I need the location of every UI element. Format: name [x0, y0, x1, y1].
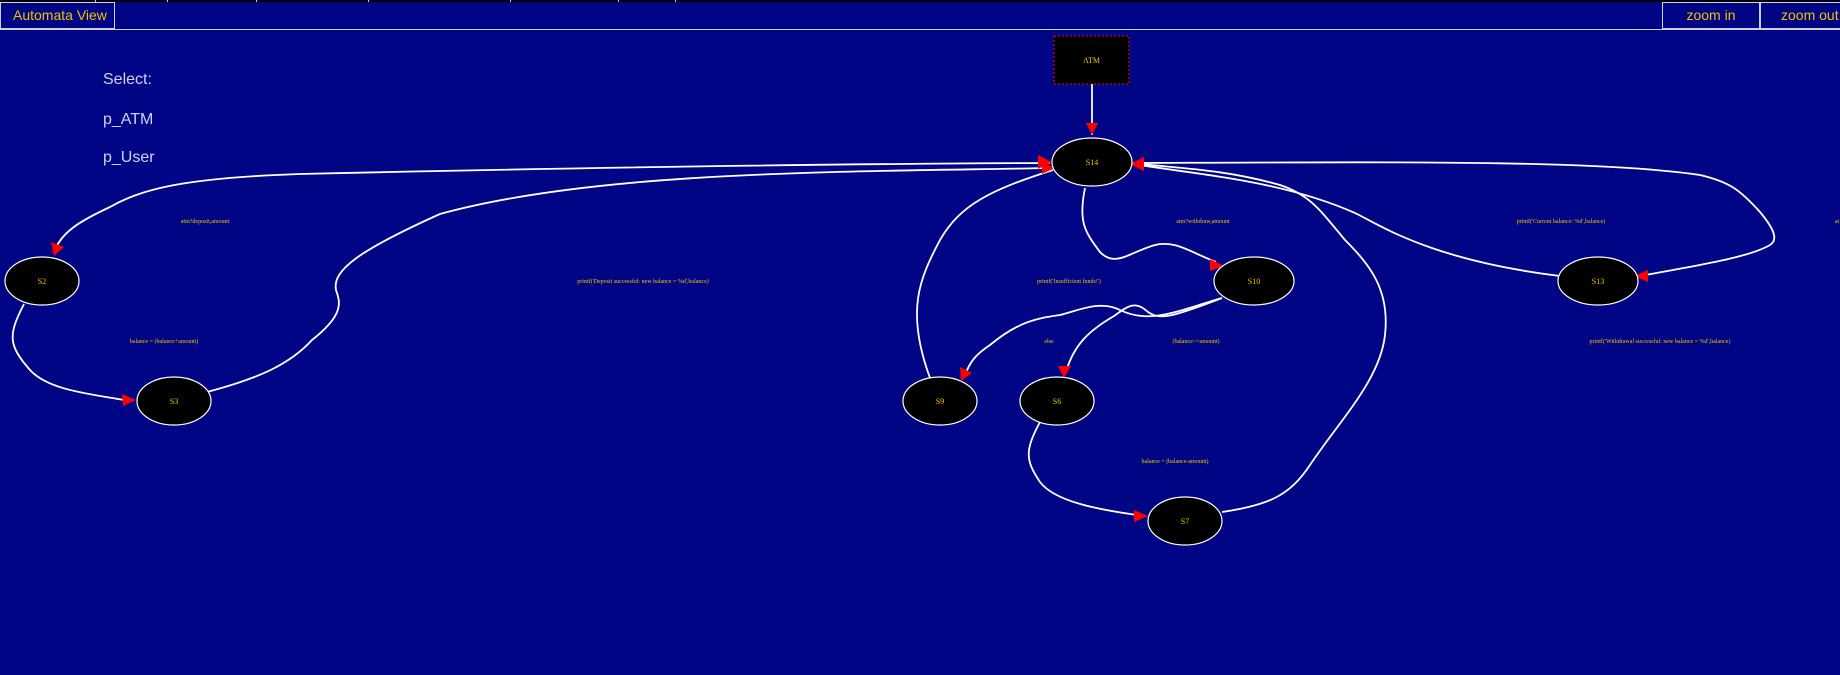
arrowhead [1058, 366, 1071, 378]
edge-s2-s3 [11, 303, 125, 401]
edge-s3-s14 [206, 167, 1051, 393]
top-tab-divider [95, 0, 96, 2]
top-tab-divider [510, 0, 511, 2]
edge-label: printf('Insufficient funds!') [1037, 278, 1101, 285]
top-tab-divider [675, 0, 676, 2]
state-s9-label: S9 [936, 397, 944, 406]
state-s2-label: S2 [38, 277, 46, 286]
top-tab-divider [256, 0, 257, 2]
state-s6-label: S6 [1053, 397, 1061, 406]
arrowhead [1634, 270, 1648, 282]
state-s7[interactable] [1147, 496, 1223, 546]
arrowhead [122, 394, 136, 406]
top-tab-divider [618, 0, 619, 2]
init-label: ATM [1083, 56, 1100, 65]
edge-s9-s14 [916, 169, 1054, 379]
state-s14[interactable] [1051, 137, 1133, 187]
edge-label: atm?deposit,amount [181, 219, 230, 225]
arrowhead [960, 367, 972, 381]
zoom-out-button[interactable]: zoom out [1760, 2, 1840, 29]
zoom-in-button[interactable]: zoom in [1662, 2, 1760, 29]
state-s2[interactable] [4, 256, 80, 306]
arrowhead [1086, 123, 1098, 135]
top-tab-divider [368, 0, 369, 2]
edge-s13-s14 [1132, 161, 1776, 277]
init-box [1053, 35, 1130, 85]
state-s10[interactable] [1213, 256, 1295, 306]
state-s7-label: S7 [1181, 517, 1189, 526]
edge-s14-s2 [54, 162, 1051, 251]
edge-s10-s6 [1065, 297, 1223, 373]
toolbar: Automata View zoom in zoom out [0, 2, 1840, 30]
process-option-p-atm[interactable]: p_ATM [103, 111, 154, 128]
state-s3[interactable] [136, 376, 212, 426]
edge-label: printf('Withdrawal successful: new balan… [1590, 338, 1731, 345]
arrowhead [51, 242, 64, 256]
top-tab-divider [167, 0, 168, 2]
edge-s14-s13 [1132, 163, 1561, 277]
edge-label: at [1835, 219, 1840, 225]
arrowhead [1134, 510, 1148, 522]
edge-s10-s9 [964, 297, 1223, 376]
edge-label: (balance>=amount) [1172, 338, 1219, 345]
state-s13[interactable] [1557, 256, 1639, 306]
edge-label: balance = (balance+amount) [130, 338, 198, 345]
edge-label: else [1044, 339, 1054, 345]
edge-s6-s7 [1027, 421, 1145, 517]
arrowhead [1042, 162, 1055, 174]
automata-view-button[interactable]: Automata View [0, 2, 115, 29]
edge-s7-s14 [1132, 162, 1387, 513]
edge-label: atm?withdraw,amount [1176, 219, 1230, 225]
state-s9[interactable] [902, 376, 978, 426]
state-s14-label: S14 [1086, 158, 1098, 167]
arrowhead [1038, 155, 1052, 169]
state-s6[interactable] [1019, 376, 1095, 426]
edge-label: balance = (balance-amount) [1141, 458, 1208, 465]
state-s3-label: S3 [170, 397, 178, 406]
arrowhead [1210, 259, 1224, 271]
state-s13-label: S13 [1592, 277, 1604, 286]
edge-s14-s10 [1081, 187, 1217, 263]
arrowhead [1130, 157, 1144, 171]
top-strip [0, 0, 1840, 2]
edge-label: printf('Deposit successful: new balance … [577, 278, 709, 285]
state-s10-label: S10 [1248, 277, 1260, 286]
process-option-p-user[interactable]: p_User [103, 149, 155, 166]
select-label: Select: [103, 71, 152, 88]
edge-label: printf('Current balance: %d',balance) [1517, 218, 1606, 225]
